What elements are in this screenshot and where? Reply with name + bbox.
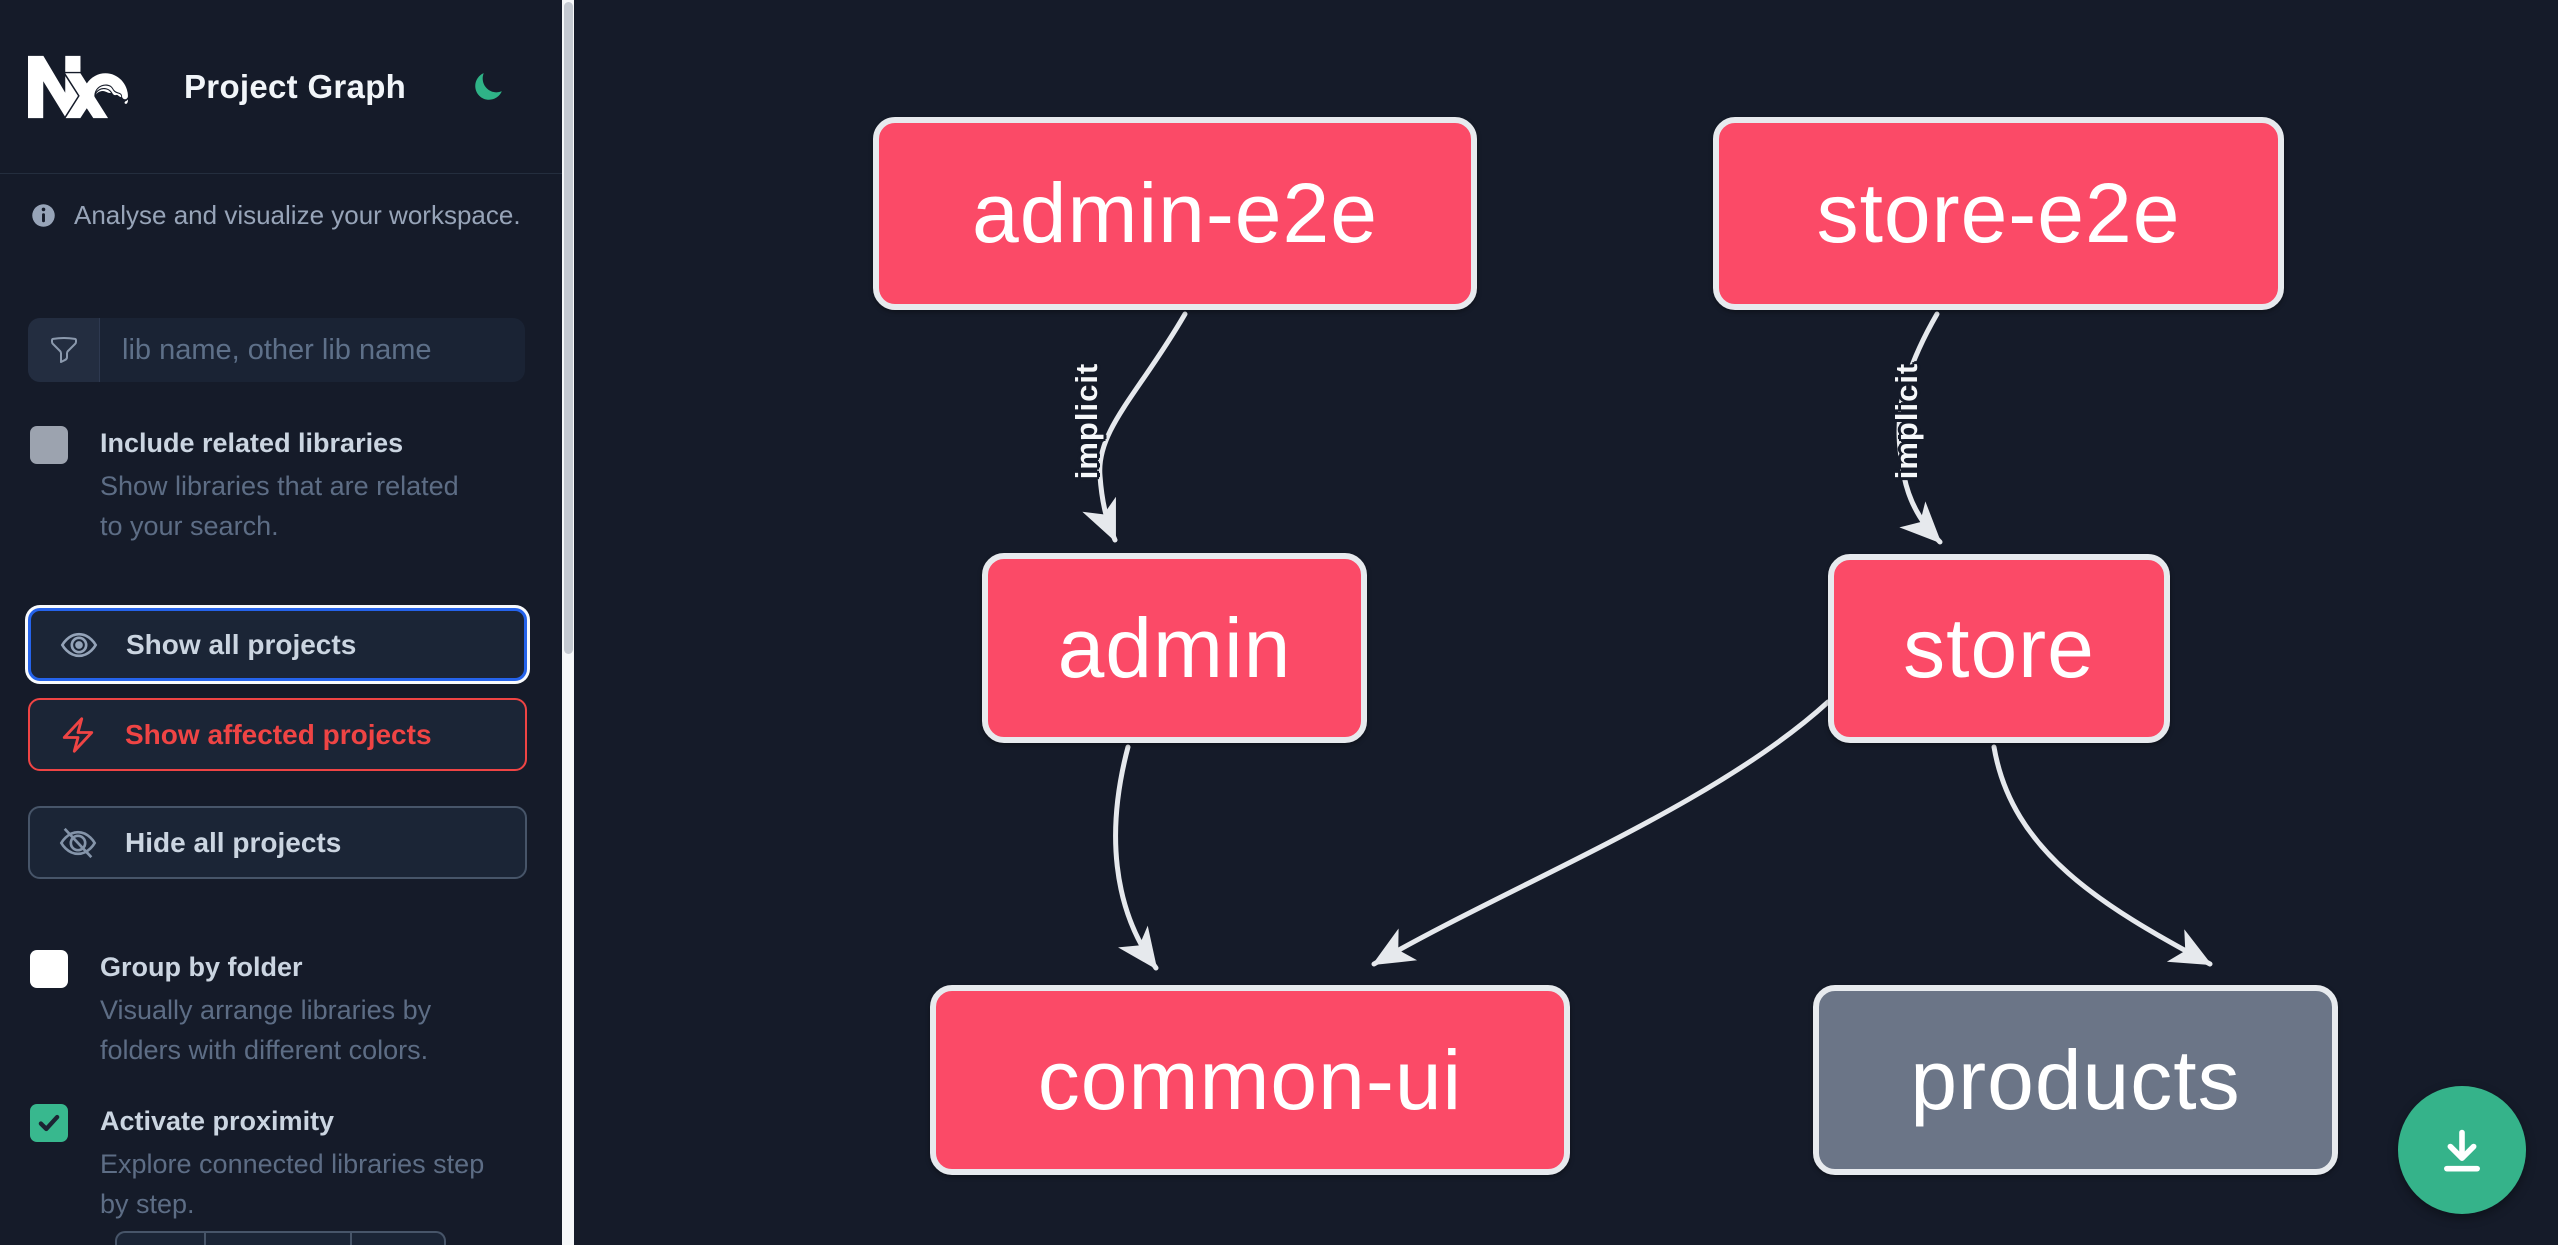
proximity-value-segment — [204, 1233, 350, 1245]
graph-node-products[interactable]: products — [1813, 985, 2338, 1175]
edge-label-implicit: implicit — [1069, 362, 1104, 480]
node-label: common-ui — [1037, 1032, 1463, 1127]
theme-toggle-button[interactable] — [468, 67, 508, 107]
edge-admin-common-ui — [1113, 744, 1159, 971]
project-graph-canvas[interactable]: implicit implicit admin-e2e store-e2e ad… — [574, 0, 2558, 1245]
graph-node-admin-e2e[interactable]: admin-e2e — [873, 117, 1477, 310]
show-affected-projects-button[interactable]: Show affected projects — [28, 698, 527, 771]
page-title: Project Graph — [184, 67, 407, 105]
node-label: products — [1910, 1032, 2241, 1127]
workspace-tagline: Analyse and visualize your workspace. — [74, 200, 521, 230]
edge-admin-e2e-admin — [1082, 311, 1188, 543]
proximity-increment-segment[interactable] — [350, 1233, 444, 1245]
graph-node-common-ui[interactable]: common-ui — [930, 985, 1570, 1175]
edge-store-products — [1991, 744, 2213, 967]
toggle-description: Show libraries that are related to your … — [100, 471, 459, 541]
funnel-icon — [28, 318, 100, 382]
hide-all-projects-button[interactable]: Hide all projects — [28, 806, 527, 879]
check-icon — [38, 1114, 60, 1132]
eye-icon — [60, 632, 98, 657]
bolt-icon — [62, 716, 94, 753]
edge-store-e2e-store — [1896, 311, 1943, 545]
moon-icon — [475, 72, 502, 100]
button-label: Show affected projects — [125, 718, 432, 750]
toggle-label: Include related libraries — [100, 428, 404, 458]
node-label: store — [1903, 601, 2095, 695]
activate-proximity-checkbox[interactable] — [30, 1104, 68, 1142]
graph-node-admin[interactable]: admin — [982, 553, 1367, 743]
nx-logo — [28, 55, 128, 118]
proximity-depth-control[interactable] — [115, 1231, 446, 1245]
sidebar-scrollbar-track[interactable] — [562, 0, 574, 1245]
graph-node-store-e2e[interactable]: store-e2e — [1713, 117, 2284, 310]
dependency-edges — [1082, 311, 2213, 971]
include-related-checkbox[interactable] — [30, 426, 68, 464]
sidebar-scrollbar-thumb[interactable] — [563, 2, 573, 654]
toggle-label: Activate proximity — [100, 1106, 335, 1136]
button-label: Show all projects — [126, 628, 357, 660]
edge-label-implicit: implicit — [1889, 362, 1924, 480]
node-label: admin-e2e — [972, 166, 1378, 260]
node-label: admin — [1057, 600, 1292, 695]
button-label: Hide all projects — [125, 826, 342, 858]
sidebar: Project Graph Analyse and visualize your… — [0, 0, 562, 1245]
toggle-description: Explore connected libraries step by step… — [100, 1149, 485, 1219]
toggle-group-by-folder: Group by folder Visually arrange librari… — [30, 948, 462, 1070]
show-all-projects-button[interactable]: Show all projects — [28, 608, 527, 681]
toggle-label: Group by folder — [100, 952, 303, 982]
node-label: store-e2e — [1816, 166, 2181, 260]
filter-searchbox — [28, 318, 525, 382]
toggle-include-related: Include related libraries Show libraries… — [30, 424, 488, 546]
sidebar-header: Project Graph — [0, 0, 562, 174]
group-by-folder-checkbox[interactable] — [30, 950, 68, 988]
download-icon — [2444, 1129, 2480, 1172]
eye-off-icon — [59, 827, 97, 858]
toggle-activate-proximity: Activate proximity Explore connected lib… — [30, 1102, 504, 1224]
filter-input[interactable] — [100, 318, 525, 382]
workspace-tagline-row: Analyse and visualize your workspace. — [30, 200, 521, 231]
download-graph-button[interactable] — [2398, 1086, 2526, 1214]
proximity-decrement-segment[interactable] — [117, 1233, 204, 1245]
toggle-description: Visually arrange libraries by folders wi… — [100, 995, 432, 1065]
graph-node-store[interactable]: store — [1828, 554, 2170, 743]
info-icon — [32, 204, 55, 227]
edge-store-common-ui — [1371, 699, 1831, 967]
